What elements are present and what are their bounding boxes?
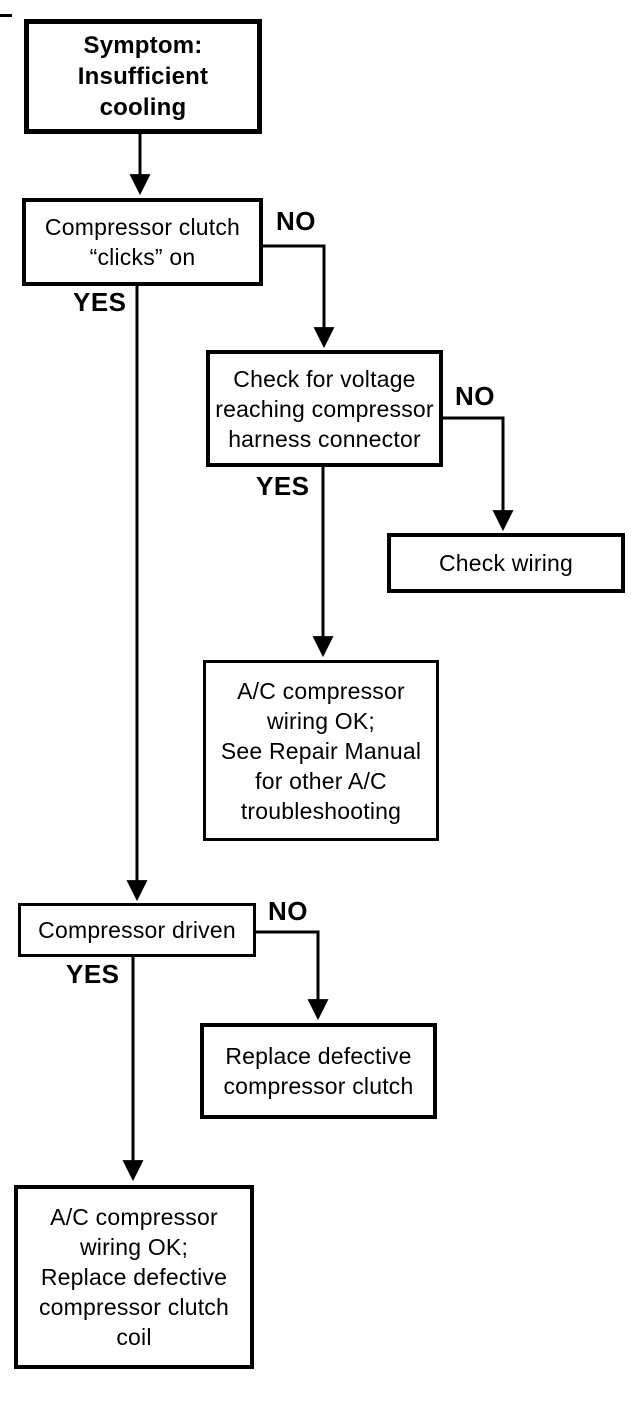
branch-label-yes-compressor-driven: YES xyxy=(66,959,120,989)
node-wiring-ok-manual: A/C compressor wiring OK; See Repair Man… xyxy=(203,660,439,841)
branch-label-no-check-voltage: NO xyxy=(455,381,495,411)
node-wiring-ok-coil: A/C compressor wiring OK; Replace defect… xyxy=(14,1185,254,1369)
arrow-no-check-voltage-to-check-wiring xyxy=(443,416,514,532)
branch-label-no-clutch-clicks: NO xyxy=(276,206,316,236)
scan-artifact xyxy=(0,14,12,17)
branch-label-yes-check-voltage: YES xyxy=(256,471,310,501)
branch-label-no-compressor-driven: NO xyxy=(268,896,308,926)
arrow-no-clutch-clicks-to-check-voltage xyxy=(262,244,335,349)
node-check-voltage: Check for voltage reaching compressor ha… xyxy=(206,350,443,467)
node-replace-clutch: Replace defective compressor clutch xyxy=(200,1023,437,1119)
node-symptom: Symptom: Insufficient cooling xyxy=(24,19,262,134)
branch-label-yes-clutch-clicks: YES xyxy=(73,287,127,317)
node-compressor-driven: Compressor driven xyxy=(18,903,256,957)
node-check-wiring: Check wiring xyxy=(387,533,625,593)
arrow-no-compressor-driven-to-replace-clutch xyxy=(256,930,329,1021)
node-clutch-clicks: Compressor clutch “clicks” on xyxy=(22,198,263,286)
